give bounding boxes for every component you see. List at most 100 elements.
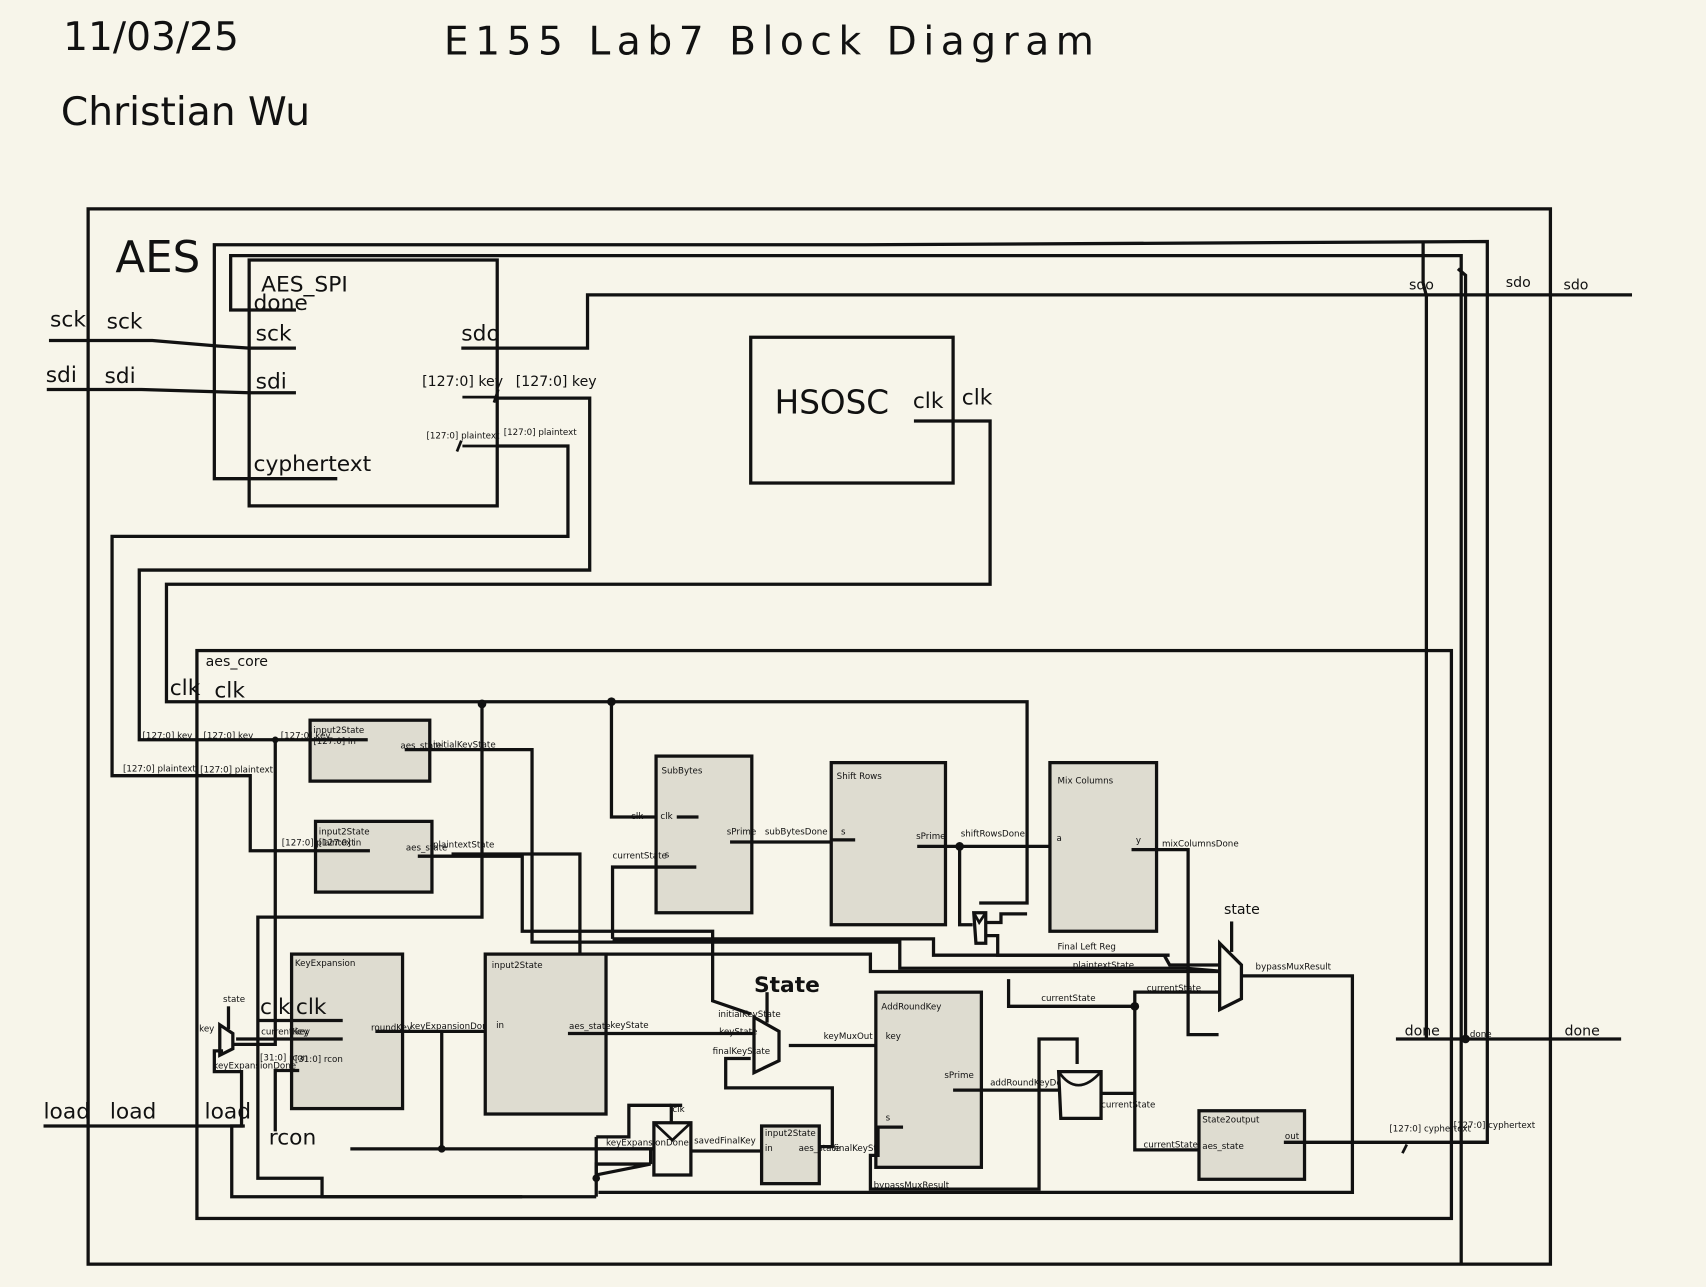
clk-wire	[164, 419, 1029, 905]
aes-module-box	[86, 207, 1553, 1266]
subbytes-s-port: s	[665, 850, 670, 860]
final-key-reg-clk: clk	[672, 1105, 684, 1115]
keystate-mux-in3: finalKeyState	[713, 1047, 770, 1057]
i2s-final-outwire: finalKeyState	[833, 1144, 890, 1154]
keyexp-clk-port: clk	[296, 995, 327, 1020]
aes-module-label: AES	[115, 233, 200, 283]
i2s-key-outwire: initialKeyState	[433, 740, 496, 750]
shiftrows-out-wire: shiftRowsDone	[961, 830, 1025, 840]
bypass-mux-out: bypassMuxResult	[1256, 962, 1332, 972]
spi-port-sdi: sdi	[256, 369, 287, 394]
sdi-wire	[46, 387, 250, 395]
keystate-mux-out: keyMuxOut	[824, 1032, 874, 1042]
aes-core-box	[195, 648, 1454, 1221]
addroundkey-box	[874, 990, 984, 1169]
keystate-mux-select: State	[754, 973, 820, 998]
i2s-key-outport: aes_state	[400, 741, 442, 751]
mixcolumns-in-port: a	[1056, 834, 1061, 844]
subbytes-out-wire: subBytesDone	[765, 827, 828, 837]
i2s-key2-inport: in	[496, 1021, 504, 1031]
bypass-mux-currentstate: currentState	[1041, 994, 1095, 1004]
mixcolumns-box	[1048, 760, 1159, 933]
bypass-mux-in3: currentState	[1147, 984, 1201, 994]
done-feed-wire	[1421, 241, 1429, 1039]
spi-port-key: [127:0] key	[422, 374, 503, 390]
core-clk-inner: clk	[214, 678, 245, 703]
s2o-out-wire2: [127:0] cyphertext	[1454, 1121, 1536, 1131]
author-label: Christian Wu	[61, 90, 310, 135]
sdi-inner-label: sdi	[104, 364, 135, 389]
spi-wire-plaintext: [127:0] plaintext	[504, 428, 577, 438]
spi-port-done: done	[254, 291, 308, 316]
done-out-label: done	[1565, 1024, 1600, 1040]
i2s-key2-outport: aes_state	[569, 1022, 611, 1032]
i2s-final-name: input2State	[765, 1129, 816, 1139]
shiftrows-out-port: sPrime	[916, 832, 945, 842]
date-label: 11/03/25	[63, 15, 239, 60]
key-feed-wire	[137, 396, 592, 742]
spi-port-sdo: sdo	[461, 322, 499, 347]
load-inner-label: load	[110, 1099, 156, 1124]
key-mux-select: state	[223, 995, 245, 1005]
spi-wire-key: [127:0] key	[516, 374, 597, 390]
final-key-reg-out: savedFinalKey	[694, 1136, 756, 1146]
i2s-key-inwire: [127:0] key	[281, 732, 331, 742]
bypass-mux-in2: plaintextState	[1073, 961, 1134, 971]
i2s-plain-inwire: [127:0] plaintext	[282, 838, 355, 848]
mixcolumns-name: Mix Columns	[1058, 776, 1114, 786]
addroundkey-name: AddRoundKey	[881, 1003, 941, 1013]
subbytes-out-port: sPrime	[727, 827, 756, 837]
hsosc-box	[749, 335, 955, 485]
shiftrows-in-port: s	[841, 827, 846, 837]
final-key-reg-in: keyExpansionDone	[606, 1139, 689, 1149]
hsosc-port-clk: clk	[913, 389, 944, 414]
keyexp-out-wire: keyExpansionDone	[410, 1022, 493, 1032]
aes-spi-label: AES_SPI	[261, 273, 348, 298]
sck-inner-label: sck	[107, 310, 143, 335]
i2s-final-inport: in	[765, 1144, 773, 1154]
addroundkey-key-port: key	[886, 1032, 901, 1042]
subbytes-box	[654, 754, 754, 915]
state2output-box	[1197, 1109, 1307, 1181]
input2state-final-box	[759, 1124, 821, 1186]
i2s-plain-inport: [127:0] in	[319, 838, 362, 848]
sdo-wire	[497, 293, 1633, 350]
i2s-key2-outwire: keyState	[610, 1021, 648, 1031]
sck-outer-label: sck	[50, 307, 86, 332]
s2o-out-port: out	[1285, 1132, 1300, 1142]
spi-done-loop	[229, 254, 1463, 1265]
keyexp-clk-wire: clk	[260, 995, 291, 1020]
core-plain-outer: [127:0] plaintext	[123, 764, 196, 774]
i2s-plain-outport: aes_state	[406, 844, 448, 854]
aes-spi-box	[247, 258, 499, 508]
addroundkey-out-wire: addRoundKeyDone	[990, 1079, 1072, 1089]
shiftrows-box	[829, 760, 948, 927]
sdo-label-2: sdo	[1506, 275, 1531, 291]
core-clk-outer: clk	[170, 676, 201, 701]
hsosc-label: HSOSC	[775, 383, 889, 421]
bypass-mux-select: state	[1224, 902, 1260, 918]
i2s-key-inport: [127:0] in	[313, 737, 356, 747]
hsosc-wire-clk: clk	[962, 386, 993, 411]
spi-port-cyphertext: cyphertext	[254, 452, 372, 477]
bypass-mux-in1: Final Left Reg	[1058, 943, 1116, 953]
subbytes-s-wire: currentState	[613, 851, 667, 861]
spi-port-plaintext: [127:0] plaintext	[426, 431, 499, 441]
addroundkey-s-port: s	[886, 1114, 891, 1124]
sdi-outer-label: sdi	[46, 363, 77, 388]
keystate-mux	[752, 1014, 781, 1076]
s2o-in-port: aes_state	[1202, 1142, 1244, 1152]
shiftrows-name: Shift Rows	[837, 772, 883, 782]
i2s-key2-name: input2State	[492, 961, 543, 971]
aes-core-label: aes_core	[206, 654, 268, 670]
bypass-mux	[1218, 939, 1244, 1013]
key-mux-in-bottom: keyExpansionDone	[213, 1061, 296, 1071]
key-mux	[218, 1021, 235, 1058]
load-core-label: load	[205, 1099, 251, 1124]
i2s-plain-outwire: plaintextState	[433, 840, 494, 850]
spi-port-sck: sck	[256, 322, 292, 347]
keyexp-key-port: key	[295, 1028, 310, 1038]
subbytes-name: SubBytes	[662, 767, 703, 777]
i2s-plain-name: input2State	[319, 827, 370, 837]
